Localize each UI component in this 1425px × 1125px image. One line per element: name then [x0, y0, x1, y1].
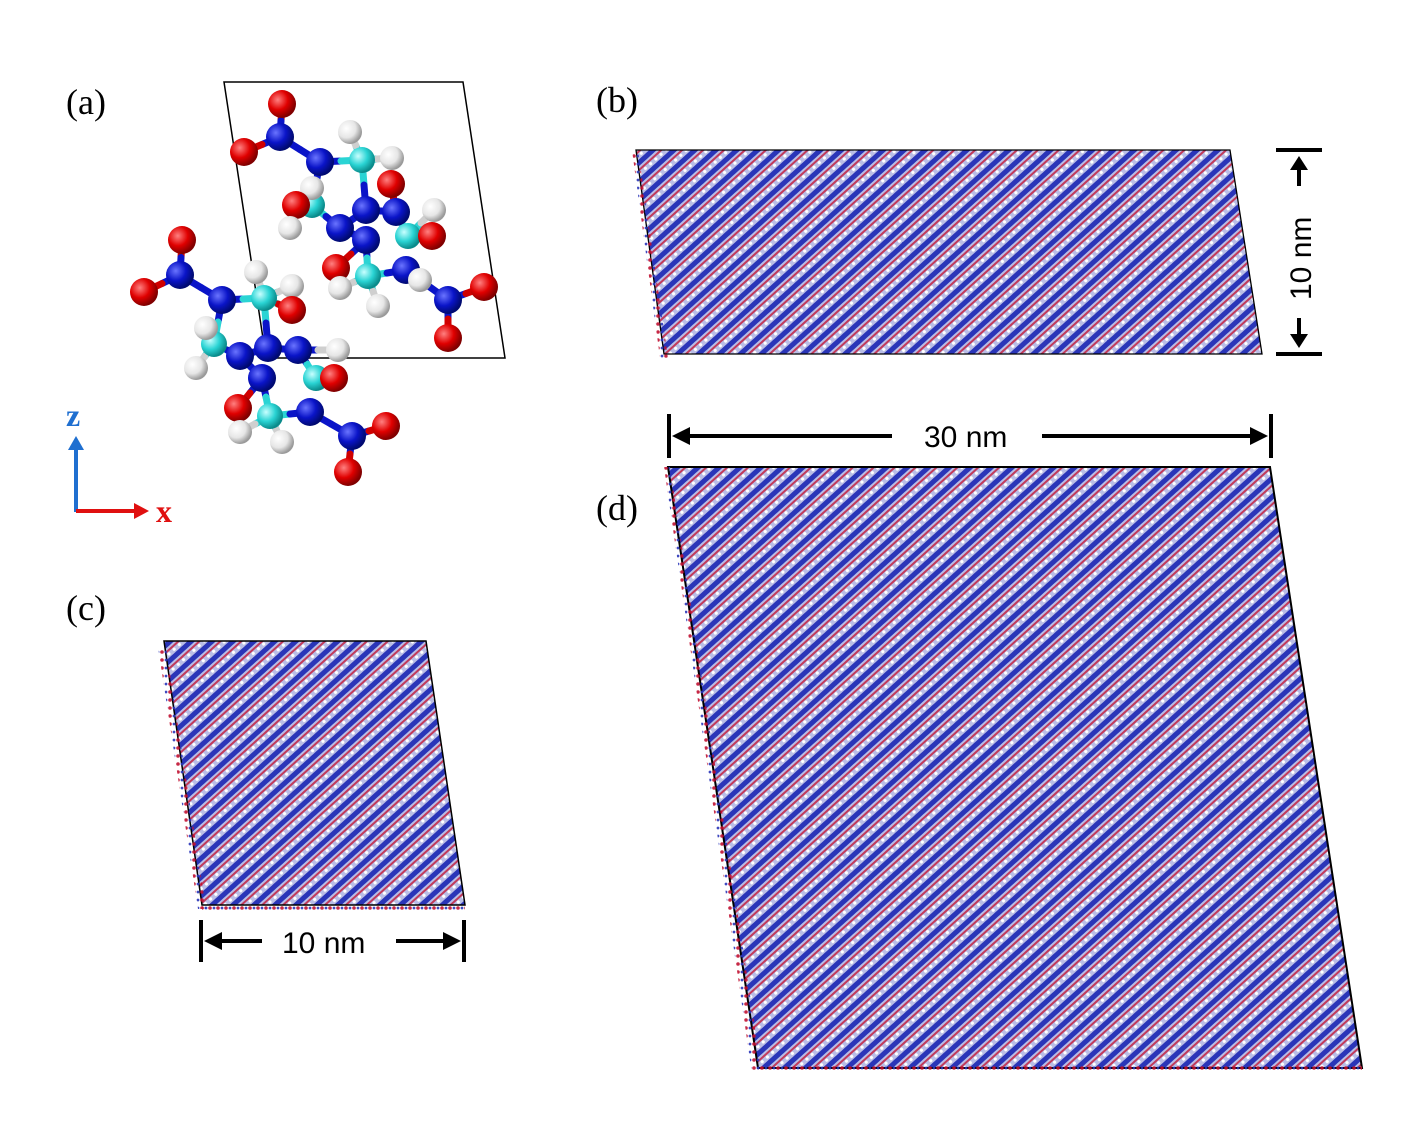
hydrogen-atom: [328, 276, 352, 300]
lattice-c-edge-left: [158, 647, 206, 909]
oxygen-atom: [320, 364, 348, 392]
lattice-c: [164, 641, 465, 905]
supercell-b: [632, 149, 1263, 358]
nitrogen-atom: [296, 398, 324, 426]
nitrogen-atom: [254, 334, 282, 362]
z-axis-label: z: [66, 397, 80, 433]
hydrogen-atom: [280, 274, 304, 298]
supercell-c: [158, 640, 466, 910]
nitrogen-atom: [338, 422, 366, 450]
lattice-c-edge-bottom: [202, 903, 465, 910]
hydrogen-atom: [244, 260, 268, 284]
hydrogen-atom: [184, 356, 208, 380]
nitrogen-atom: [208, 286, 236, 314]
molecule-atoms: [130, 90, 498, 486]
lattice-d-edge-left: [664, 467, 762, 1074]
lattice-d-edge-bottom: [758, 1066, 1362, 1074]
dimension-d-width-label: 30 nm: [924, 421, 1007, 454]
oxygen-atom: [130, 278, 158, 306]
lattice-b: [636, 150, 1262, 354]
oxygen-atom: [418, 222, 446, 250]
x-axis-arrow: [134, 503, 149, 519]
oxygen-atom: [278, 296, 306, 324]
hydrogen-atom: [300, 176, 324, 200]
dimension-b-height-label: 10 nm: [1285, 217, 1318, 300]
oxygen-atom: [334, 458, 362, 486]
oxygen-atom: [470, 273, 498, 301]
oxygen-atom: [224, 394, 252, 422]
dimension-d-width: 30 nm: [667, 414, 1273, 458]
nitrogen-atom: [306, 148, 334, 176]
nitrogen-atom: [226, 342, 254, 370]
hydrogen-atom: [270, 430, 294, 454]
nitrogen-atom: [166, 261, 194, 289]
hydrogen-atom: [326, 338, 350, 362]
nitrogen-atom: [284, 336, 312, 364]
z-axis-arrow: [68, 436, 84, 450]
oxygen-atom: [372, 412, 400, 440]
oxygen-atom: [230, 138, 258, 166]
oxygen-atom: [168, 226, 196, 254]
carbon-atom: [349, 147, 375, 173]
oxygen-atom: [268, 90, 296, 118]
nitrogen-atom: [434, 286, 462, 314]
panel-label-a: (a): [66, 82, 106, 122]
lattice-d: [668, 467, 1362, 1068]
nitrogen-atom: [266, 123, 294, 151]
oxygen-atom: [322, 254, 350, 282]
hydrogen-atom: [228, 420, 252, 444]
hydrogen-atom: [366, 294, 390, 318]
oxygen-atom: [377, 170, 405, 198]
x-axis-label: x: [156, 493, 172, 529]
panel-label-d: (d): [596, 488, 638, 528]
lattice-b-edge: [632, 150, 668, 358]
carbon-atom: [257, 403, 283, 429]
hydrogen-atom: [422, 198, 446, 222]
nitrogen-atom: [248, 364, 276, 392]
oxygen-atom: [282, 191, 310, 219]
nitrogen-atom: [352, 226, 380, 254]
hydrogen-atom: [408, 268, 432, 292]
supercell-d: [664, 466, 1364, 1074]
carbon-atom: [355, 263, 381, 289]
oxygen-atom: [434, 324, 462, 352]
nitrogen-atom: [326, 214, 354, 242]
panel-label-b: (b): [596, 80, 638, 120]
nitrogen-atom: [352, 196, 380, 224]
dimension-c-width: 10 nm: [199, 920, 466, 962]
nitrogen-atom: [382, 198, 410, 226]
hydrogen-atom: [278, 216, 302, 240]
hydrogen-atom: [380, 146, 404, 170]
axis-indicator: z x: [66, 397, 172, 529]
hydrogen-atom: [194, 316, 218, 340]
dimension-c-width-label: 10 nm: [282, 927, 365, 960]
dimension-b-height: 10 nm: [1276, 148, 1322, 356]
carbon-atom: [395, 223, 421, 249]
carbon-atom: [251, 285, 277, 311]
panel-label-c: (c): [66, 588, 106, 628]
hydrogen-atom: [338, 120, 362, 144]
